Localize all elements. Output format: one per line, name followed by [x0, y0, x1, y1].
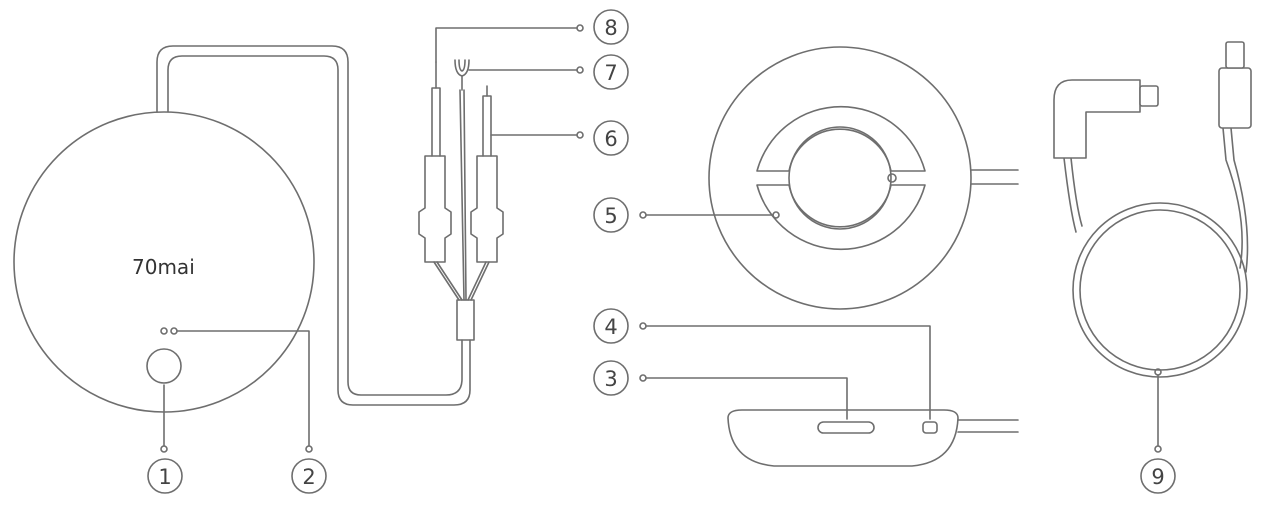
svg-text:8: 8: [604, 16, 617, 40]
type-c-plug-angled: [1053, 79, 1141, 159]
svg-text:7: 7: [604, 61, 617, 85]
callout-6: 6: [593, 120, 629, 156]
fuse-holder-left: [418, 61, 452, 263]
callout-7: 7: [593, 54, 629, 90]
ground-terminal: [454, 59, 470, 91]
fuse-holder-right: [470, 85, 504, 263]
card-slot: [817, 421, 875, 434]
svg-text:1: 1: [158, 465, 171, 489]
mount-outer-ring: [708, 46, 972, 310]
mount-adhesive-lower: [756, 184, 926, 251]
leader-lines-harness: [435, 24, 584, 139]
callout-8: 8: [593, 9, 629, 45]
svg-text:6: 6: [604, 127, 617, 151]
device-unit: 70mai: [13, 45, 471, 413]
usb-cable: [1053, 41, 1252, 378]
svg-text:3: 3: [604, 367, 617, 391]
brand-logo: 70mai: [132, 255, 195, 279]
power-cable: [156, 45, 471, 406]
leader-lines-left: [160, 327, 313, 453]
leader-lines-side: [639, 322, 931, 420]
mount-top-view: [708, 46, 1019, 310]
svg-text:2: 2: [302, 465, 315, 489]
power-button: [146, 348, 182, 384]
svg-text:5: 5: [604, 204, 617, 228]
wiring-harness: [418, 59, 504, 341]
indicator-light: [160, 327, 168, 335]
mount-adhesive-upper: [756, 105, 926, 172]
callout-2: 2: [291, 458, 327, 494]
mount-side-view: [727, 409, 1019, 467]
callout-9: 9: [1140, 458, 1176, 494]
usb-port: [922, 421, 938, 434]
leader-line-9: [1154, 368, 1162, 453]
type-c-plug-straight: [1218, 67, 1252, 129]
svg-text:4: 4: [604, 315, 617, 339]
svg-text:9: 9: [1151, 465, 1164, 489]
mount-side-body: [727, 409, 959, 467]
callout-1: 1: [147, 458, 183, 494]
callout-4: 4: [593, 308, 629, 344]
callout-5: 5: [593, 197, 629, 233]
callout-3: 3: [593, 360, 629, 396]
leader-line-5: [639, 211, 780, 219]
mount-center-disc: [788, 126, 892, 230]
